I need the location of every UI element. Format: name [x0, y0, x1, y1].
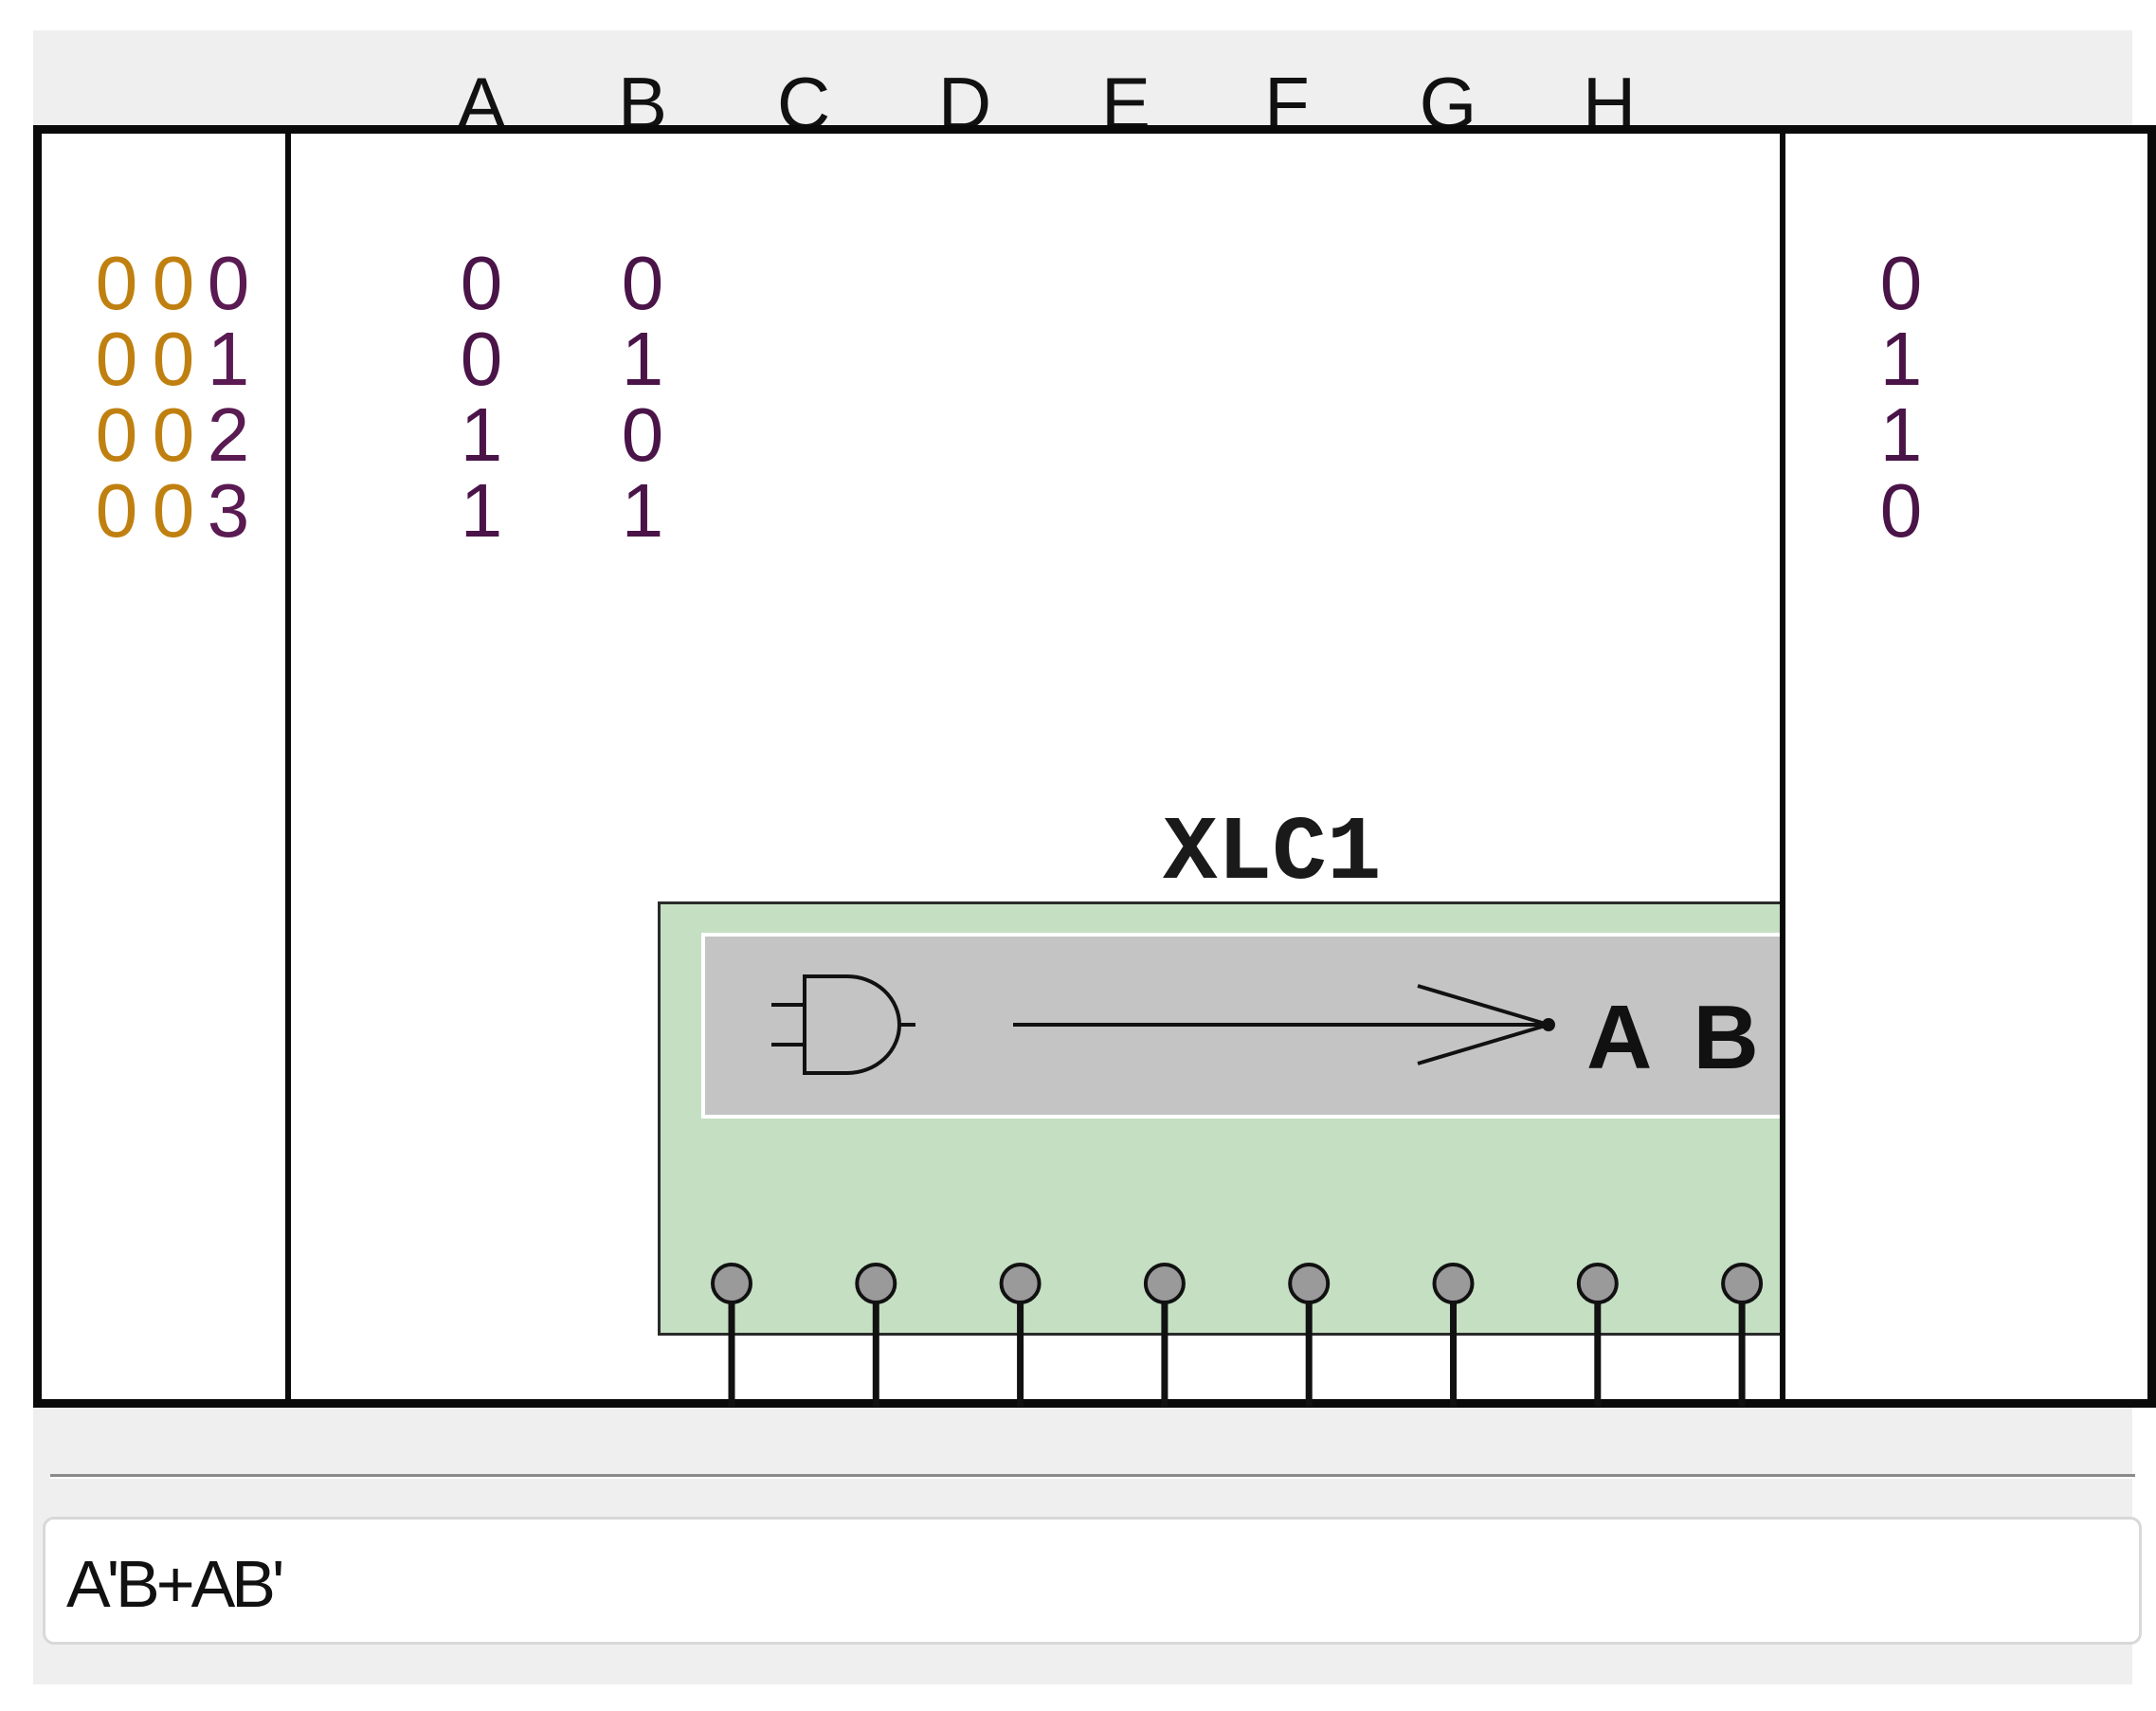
row-index-digit: 0: [152, 468, 195, 553]
pin-7[interactable]: [1576, 1263, 1619, 1407]
pin-2[interactable]: [855, 1263, 897, 1407]
pin-1[interactable]: [711, 1263, 752, 1407]
arrow-right-icon: [1013, 984, 1555, 1065]
row-index-digit: 0: [95, 468, 138, 553]
and-gate-icon: [771, 974, 915, 1075]
chip-display[interactable]: A B: [701, 933, 1905, 1119]
pin-5[interactable]: [1288, 1263, 1331, 1407]
cell-b[interactable]: 0: [621, 392, 664, 477]
row-index-digit: 0: [152, 392, 195, 477]
cell-a[interactable]: 0: [460, 317, 503, 401]
row-index-panel: 0 0 0 0 0 1 0 0 2 0 0 3: [33, 125, 292, 1408]
pin-4[interactable]: [1143, 1263, 1186, 1407]
pin-6[interactable]: [1432, 1263, 1475, 1407]
logic-converter-window: A B C D E F G H 0 0 0 0 0 1 0 0 2 0 0 3 …: [33, 30, 2156, 1684]
cell-b[interactable]: 1: [621, 468, 664, 553]
output-value[interactable]: 1: [1879, 317, 1923, 401]
row-index-digit: 0: [152, 317, 195, 401]
output-panel: 0 1 1 0: [1780, 125, 2156, 1408]
pin-group: [711, 1263, 1908, 1407]
row-index-digit: 2: [207, 392, 250, 477]
cell-b[interactable]: 0: [621, 241, 664, 325]
row-index-digit: 0: [95, 317, 138, 401]
row-index-digit: 0: [152, 241, 195, 325]
separator: [50, 1474, 2135, 1479]
output-value[interactable]: 0: [1879, 241, 1923, 325]
row-index-digit: 1: [207, 317, 250, 401]
row-index-digit: 3: [207, 468, 250, 553]
cell-b[interactable]: 1: [621, 317, 664, 401]
boolean-expression-field[interactable]: A'B+AB': [43, 1517, 2142, 1645]
component-label: XLC1: [1163, 802, 1382, 905]
cell-a[interactable]: 0: [460, 241, 503, 325]
pin-3[interactable]: [999, 1263, 1042, 1407]
row-index-digit: 0: [207, 241, 250, 325]
logic-converter-chip[interactable]: A B: [658, 901, 1960, 1407]
display-text: A B: [1586, 987, 1768, 1088]
pin-8[interactable]: [1721, 1263, 1764, 1407]
row-index-digit: 0: [95, 392, 138, 477]
output-value[interactable]: 1: [1879, 392, 1923, 477]
truth-table-panel: 0 0 0 1 1 0 1 1 XLC1: [285, 125, 1960, 1408]
cell-a[interactable]: 1: [460, 468, 503, 553]
output-value[interactable]: 0: [1879, 468, 1923, 553]
cell-a[interactable]: 1: [460, 392, 503, 477]
row-index-digit: 0: [95, 241, 138, 325]
